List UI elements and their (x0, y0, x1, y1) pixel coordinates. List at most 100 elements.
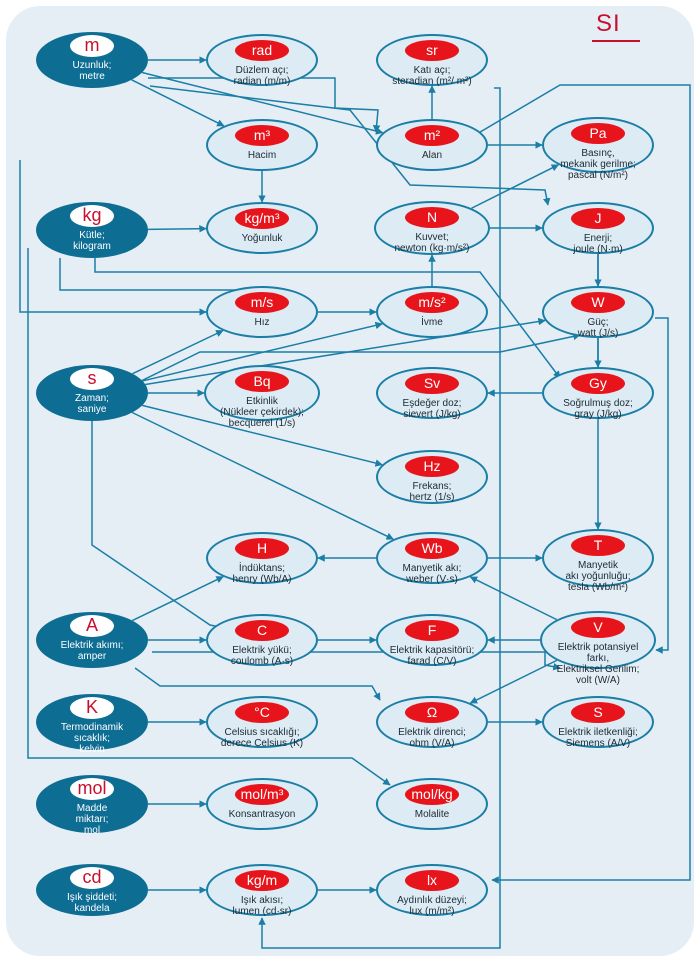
unit-label: Kuvvet; newton (kg·m/s²) (394, 232, 470, 254)
unit-label: Hız (254, 317, 270, 328)
unit-symbol: C (235, 620, 289, 641)
connector-s-W-route (134, 332, 581, 385)
unit-label: Yoğunluk (241, 233, 283, 244)
unit-symbol: Sv (405, 373, 459, 394)
unit-acceleration[interactable]: m/s² İvme (376, 286, 488, 338)
unit-label: Aydınlık düzeyi; lux (m/m²) (397, 895, 467, 917)
unit-symbol: T (571, 535, 625, 556)
unit-symbol: cd (70, 867, 114, 889)
connector-m-J (149, 85, 551, 206)
unit-label: Celsius sıcaklığı; derece Celsius (K) (220, 727, 304, 749)
base-unit-kelvin[interactable]: K Termodinamik sıcaklık; kelvin (36, 694, 148, 755)
connector-s-C (91, 420, 226, 631)
si-title: SI (596, 10, 621, 37)
unit-henry[interactable]: H İndüktans; henry (Wb/A) (206, 532, 318, 585)
connector-s-Wb (131, 411, 394, 540)
unit-symbol: H (235, 538, 289, 559)
connector-m-m2 (141, 71, 384, 135)
connector-V-Wb (469, 576, 558, 621)
unit-label: Uzunluk; metre (72, 60, 112, 82)
unit-symbol: m/s² (405, 292, 459, 313)
unit-symbol: J (571, 208, 625, 229)
unit-label: Alan (421, 150, 442, 161)
unit-volume[interactable]: m³ Hacim (206, 119, 318, 171)
unit-label: Enerji; joule (N·m) (573, 233, 623, 255)
unit-joule[interactable]: J Enerji; joule (N·m) (542, 202, 654, 255)
unit-label: Katı açı; steradian (m²/ m²) (392, 65, 472, 87)
unit-label: Elektrik direnci; ohm (V/A) (398, 727, 466, 749)
connector-kg-kgm3 (147, 224, 207, 233)
unit-label: Etkinlik (Nükleer çekirdek); becquerel (… (220, 396, 304, 429)
unit-label: Elektrik yükü; coulomb (A·s) (230, 645, 294, 667)
connector-kg-molkg (27, 248, 391, 786)
connector-s-Hz (142, 404, 383, 467)
connector-N-Pa (471, 164, 560, 209)
unit-symbol: mol/kg (405, 784, 459, 805)
unit-symbol: V (571, 617, 625, 638)
unit-label: Zaman; saniye (75, 393, 109, 415)
unit-symbol: K (70, 697, 114, 719)
unit-symbol: m³ (235, 125, 289, 146)
connector-m-m3 (131, 79, 225, 127)
unit-label: Hacim (247, 150, 277, 161)
unit-label: Elektrik kapasitörü; farad (C/V) (389, 645, 475, 667)
connector-m2-lx (469, 84, 691, 884)
unit-label: Soğrulmuş doz; gray (J/kg) (563, 398, 633, 420)
unit-label: Frekans; hertz (1/s) (409, 481, 455, 503)
unit-symbol: rad (235, 40, 289, 61)
connector-m-ms (59, 258, 263, 294)
unit-coulomb[interactable]: C Elektrik yükü; coulomb (A·s) (206, 614, 318, 667)
unit-label: Manyetik akı yoğunluğu; tesla (Wb/m²) (565, 560, 631, 593)
unit-label: Termodinamik sıcaklık; kelvin (60, 722, 124, 755)
unit-symbol: W (571, 292, 625, 313)
unit-label: İvme (421, 317, 443, 328)
unit-label: Işık akısı; lumen (cd·sr) (232, 895, 292, 917)
unit-symbol: lx (405, 870, 459, 891)
unit-label: Basınç, mekanik gerilme; pascal (N/m²) (560, 148, 636, 181)
unit-symbol: m (70, 35, 114, 57)
connector-A-H (131, 576, 224, 622)
connector-W-V (655, 317, 669, 654)
unit-label: Kütle; kilogram (73, 230, 111, 252)
unit-symbol: N (405, 207, 459, 228)
unit-label: Düzlem açı; radian (m/m) (233, 65, 291, 87)
unit-label: Elektrik akımı; amper (60, 640, 124, 662)
unit-newton[interactable]: N Kuvvet; newton (kg·m/s²) (374, 201, 490, 255)
connector-A-V (152, 651, 561, 671)
unit-symbol: Hz (405, 456, 459, 477)
connector-s-ms (132, 329, 224, 375)
unit-label: İndüktans; henry (Wb/A) (232, 563, 292, 585)
unit-tesla[interactable]: T Manyetik akı yoğunluğu; tesla (Wb/m²) (542, 529, 654, 593)
unit-symbol: Gy (571, 373, 625, 394)
connector-A-ohm (134, 667, 381, 701)
connector-sr-kgm (258, 87, 501, 949)
